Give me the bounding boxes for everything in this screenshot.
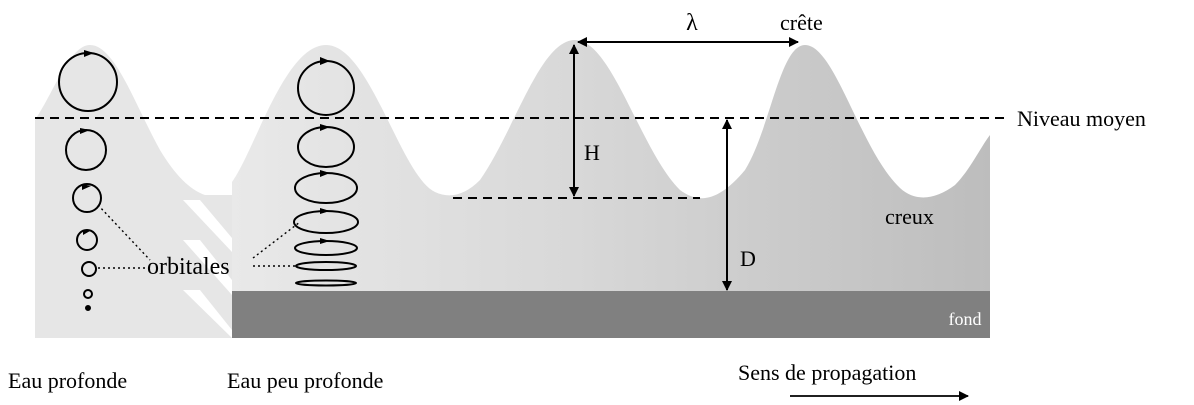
height-label: H (584, 140, 600, 165)
deep-water-label: Eau profonde (8, 368, 127, 393)
wavelength-label: λ (686, 10, 698, 36)
shallow-water-wave (232, 40, 990, 338)
deep-orbital (72, 183, 102, 213)
depth-label: D (740, 246, 756, 271)
shallow-orbital (295, 279, 357, 287)
bottom-label: fond (949, 309, 982, 329)
seabed (232, 291, 990, 338)
deep-orbital (83, 289, 93, 299)
deep-orbital-arrowheads (80, 50, 94, 235)
shallow-orbital-arrowheads (320, 57, 330, 244)
propagation-label: Sens de propagation (738, 360, 916, 385)
deep-orbital (85, 305, 91, 311)
shallow-water-label: Eau peu profonde (227, 368, 383, 393)
deep-water-wave (35, 45, 235, 338)
mean-level-label: Niveau moyen (1017, 106, 1146, 131)
orbitals-label: orbitales (147, 254, 230, 280)
shallow-orbital (295, 261, 357, 271)
deep-orbital (81, 261, 97, 277)
trough-label: creux (885, 204, 934, 229)
crest-label: crête (780, 10, 823, 35)
panel-gap-stripes (183, 200, 232, 338)
deep-orbital (76, 229, 98, 251)
